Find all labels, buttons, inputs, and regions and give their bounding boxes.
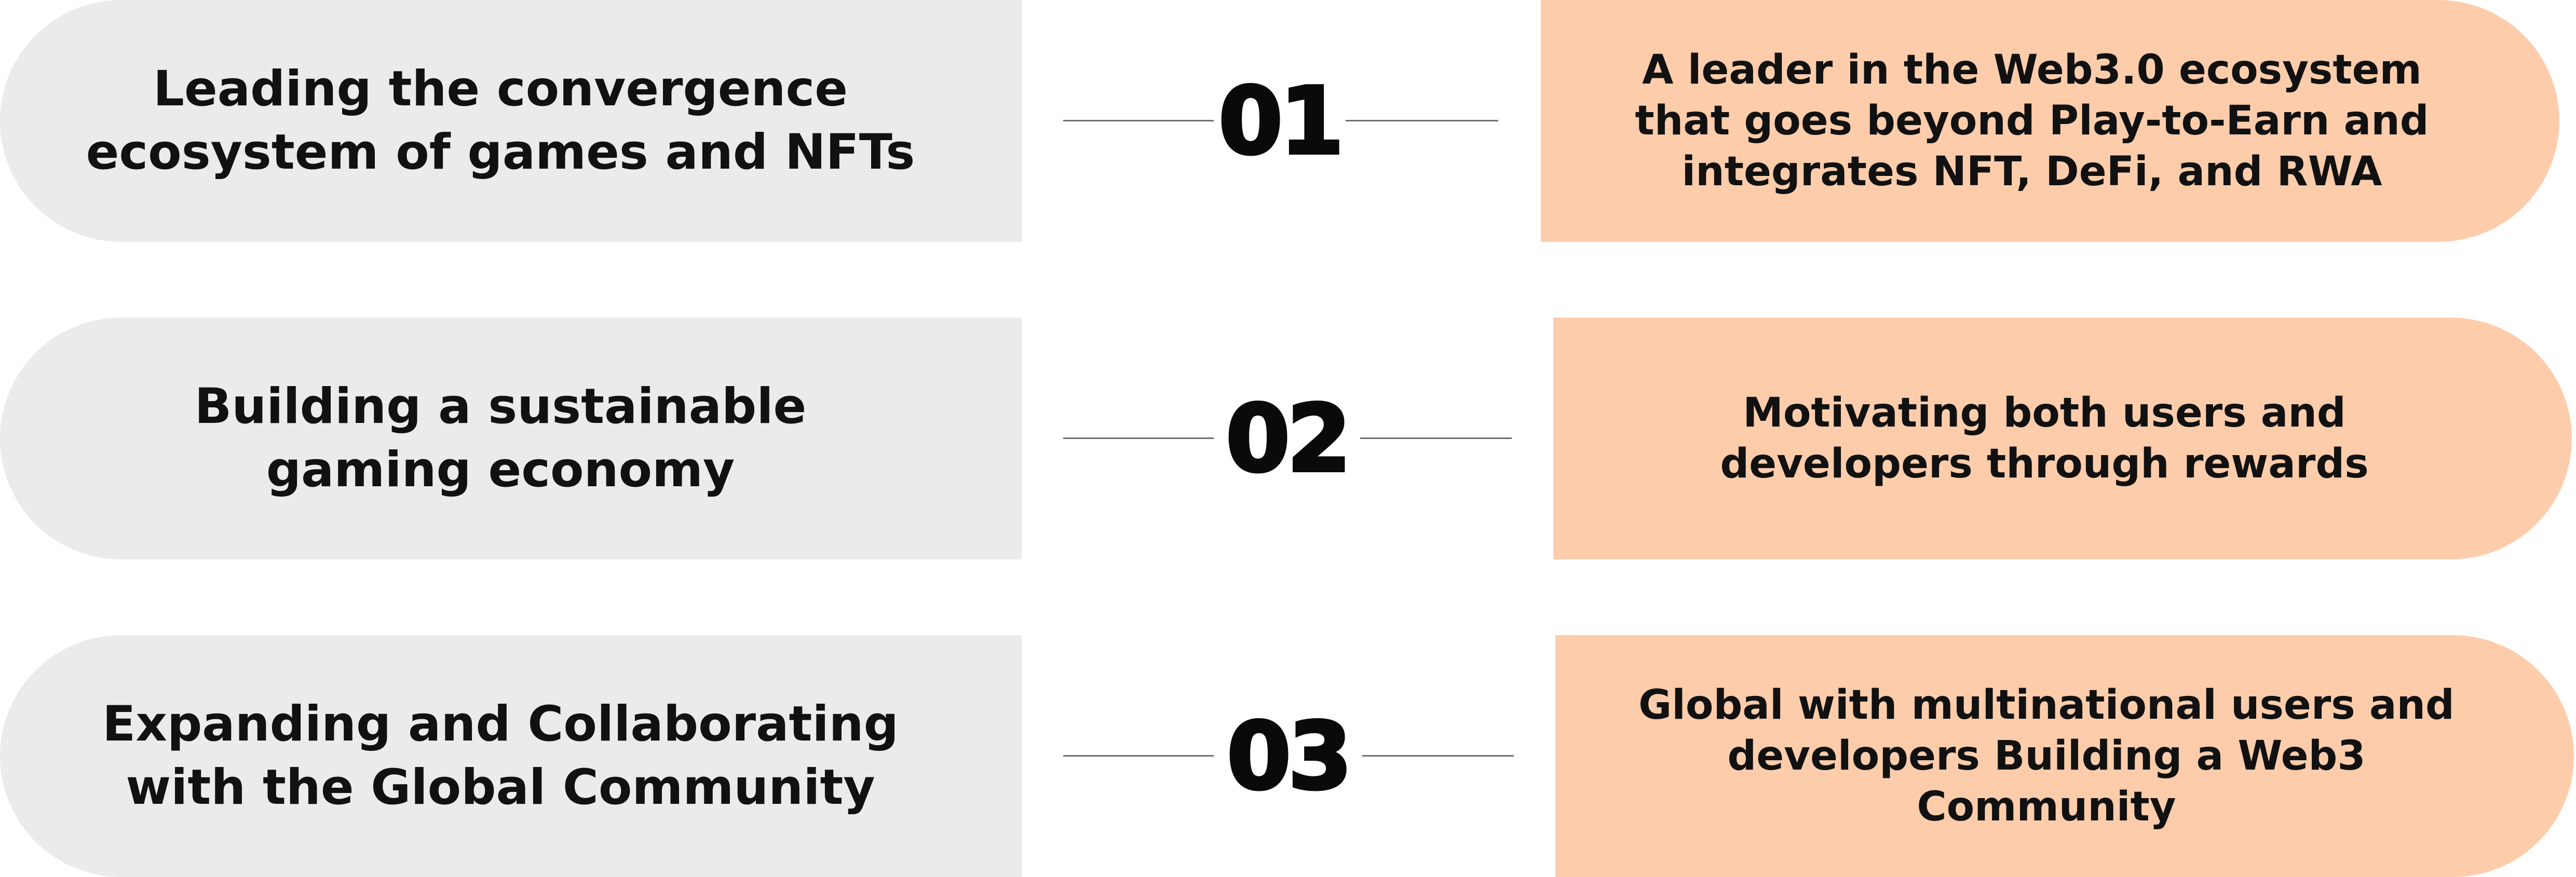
step-number: 01 (1217, 66, 1346, 176)
step-number: 02 (1224, 383, 1353, 494)
right-pill-text: Global with multinational users and deve… (1638, 682, 2455, 830)
connector-line-left (1063, 120, 1214, 121)
left-pill: Expanding and Collaborating with the Glo… (0, 635, 1022, 877)
connector-line-right (1362, 755, 1514, 757)
diagram-row-2: Building a sustainable gaming economy 02… (0, 318, 2576, 559)
right-pill-text: A leader in the Web3.0 ecosystem that go… (1635, 47, 2429, 195)
left-pill: Leading the convergence ecosystem of gam… (0, 0, 1022, 242)
connector-line-left (1063, 437, 1214, 439)
step-number: 03 (1225, 701, 1354, 812)
left-pill-text: Leading the convergence ecosystem of gam… (86, 61, 915, 181)
right-pill: A leader in the Web3.0 ecosystem that go… (1541, 0, 2559, 242)
right-pill: Global with multinational users and deve… (1555, 635, 2574, 877)
connector-line-right (1346, 120, 1498, 121)
left-pill-text: Building a sustainable gaming economy (194, 378, 807, 498)
connector-line-right (1360, 437, 1512, 439)
diagram-row-3: Expanding and Collaborating with the Glo… (0, 635, 2576, 877)
diagram-row-1: Leading the convergence ecosystem of gam… (0, 0, 2576, 242)
right-pill: Motivating both users and developers thr… (1553, 318, 2572, 559)
right-pill-text: Motivating both users and developers thr… (1720, 390, 2369, 487)
left-pill-text: Expanding and Collaborating with the Glo… (102, 696, 899, 816)
left-pill: Building a sustainable gaming economy (0, 318, 1022, 559)
connector-line-left (1063, 755, 1214, 757)
